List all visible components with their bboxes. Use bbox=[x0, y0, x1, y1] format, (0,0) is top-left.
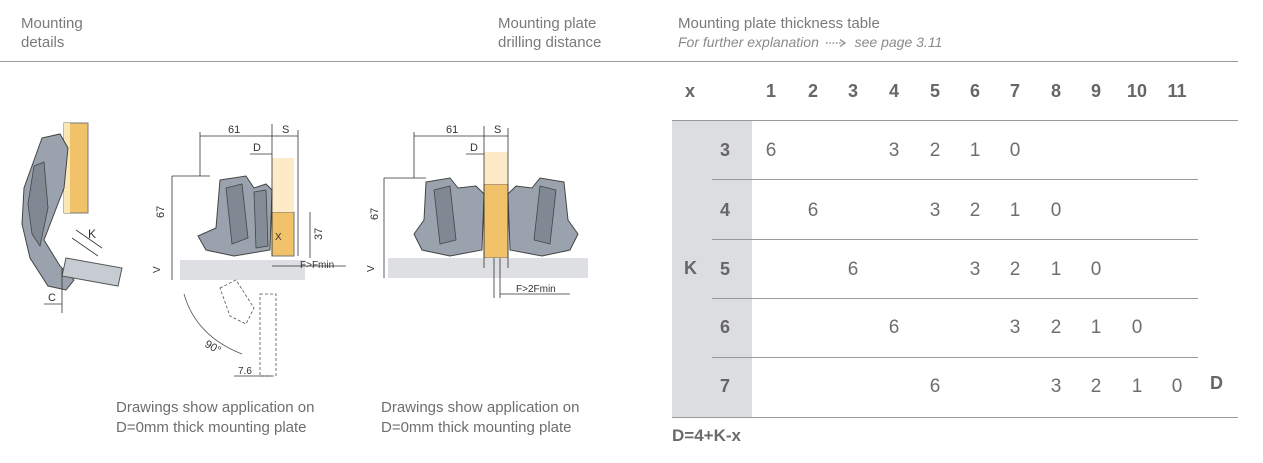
opening-arc bbox=[183, 293, 243, 355]
drilling-distance-drawing: 61 S D 67 V F>2Fmin bbox=[366, 124, 588, 298]
column-header: 10 bbox=[1126, 81, 1148, 101]
table-k-label: K bbox=[684, 258, 697, 278]
table-cell: 0 bbox=[1090, 259, 1102, 280]
table-cell: 0 bbox=[1050, 200, 1062, 221]
table-cell: 1 bbox=[1131, 376, 1143, 397]
thickness-table-heading: Mounting plate thickness table For furth… bbox=[678, 14, 942, 52]
mounting-details-heading: Mounting details bbox=[21, 15, 83, 51]
cabinet-floor bbox=[388, 258, 588, 278]
header-divider bbox=[0, 61, 1238, 62]
drawing2-label-x: X bbox=[275, 232, 282, 243]
table-header-divider bbox=[672, 120, 1238, 121]
table-cell: 1 bbox=[969, 140, 981, 161]
drawing2-label-37: 37 bbox=[313, 228, 325, 240]
row-divider bbox=[712, 357, 1198, 358]
k-column-band bbox=[672, 121, 752, 417]
row-k-label: 3 bbox=[720, 140, 731, 160]
table-cell: 0 bbox=[1131, 317, 1143, 338]
table-cell: 2 bbox=[929, 140, 941, 161]
drawing2-label-7-6: 7.6 bbox=[238, 366, 252, 377]
table-cell: 0 bbox=[1009, 140, 1021, 161]
table-cell: 2 bbox=[1009, 259, 1021, 280]
drawing2-label-d: D bbox=[253, 142, 261, 154]
caption-left: Drawings show application on D=0mm thick… bbox=[116, 399, 315, 436]
drawing3-label-67: 67 bbox=[369, 208, 381, 220]
mounting-details-drawing: K C bbox=[21, 122, 123, 313]
further-explanation-text: For further explanation bbox=[678, 34, 819, 50]
drawing2-label-61: 61 bbox=[228, 124, 240, 136]
caption-right: Drawings show application on D=0mm thick… bbox=[381, 399, 580, 436]
column-header: 11 bbox=[1167, 81, 1187, 101]
drawing1-label-k: K bbox=[88, 227, 96, 241]
mounting-application-drawing: 61 S D 67 X 37 F>Fmin V 90° 7.6 bbox=[152, 124, 346, 377]
table-cell: 6 bbox=[765, 140, 777, 161]
drawing2-label-s: S bbox=[282, 124, 289, 136]
table-bottom-divider bbox=[672, 417, 1238, 418]
drawing1-label-c: C bbox=[48, 292, 56, 304]
table-cell: 6 bbox=[888, 317, 900, 338]
table-cell: 2 bbox=[1090, 376, 1102, 397]
table-d-label: D bbox=[1210, 373, 1223, 393]
table-cell: 1 bbox=[1090, 317, 1102, 338]
row-divider bbox=[712, 239, 1198, 240]
see-page-link[interactable]: see page 3.11 bbox=[854, 34, 943, 50]
table-x-label: x bbox=[685, 81, 696, 101]
table-cell: 0 bbox=[1171, 376, 1183, 397]
table-cell: 1 bbox=[1009, 200, 1021, 221]
formula: D=4+K-x bbox=[672, 426, 741, 445]
column-header: 2 bbox=[807, 81, 818, 101]
table-cell: 3 bbox=[1009, 317, 1021, 338]
cabinet-floor bbox=[180, 260, 305, 280]
row-divider bbox=[712, 179, 1198, 180]
drawing2-label-v: V bbox=[152, 266, 163, 273]
drawing3-label-f-2fmin: F>2Fmin bbox=[516, 284, 556, 295]
table-cell: 3 bbox=[1050, 376, 1062, 397]
table-cell: 3 bbox=[888, 140, 900, 161]
column-header: 4 bbox=[888, 81, 899, 101]
drawing3-label-s: S bbox=[494, 124, 501, 136]
row-k-label: 5 bbox=[720, 259, 731, 279]
table-cell: 2 bbox=[1050, 317, 1062, 338]
column-header: 8 bbox=[1050, 81, 1061, 101]
drawing3-label-v: V bbox=[366, 265, 377, 272]
table-cell: 3 bbox=[929, 200, 941, 221]
drilling-distance-heading: Mounting plate drilling distance bbox=[498, 15, 602, 51]
column-header: 7 bbox=[1009, 81, 1020, 101]
drawing2-label-90deg: 90° bbox=[203, 338, 223, 357]
table-cell: 6 bbox=[929, 376, 941, 397]
column-header: 5 bbox=[929, 81, 940, 101]
table-cell: 1 bbox=[1050, 259, 1062, 280]
column-header: 6 bbox=[969, 81, 980, 101]
table-cell: 6 bbox=[847, 259, 859, 280]
row-k-label: 6 bbox=[720, 317, 731, 337]
row-k-label: 4 bbox=[720, 200, 731, 220]
mounting-plate-shape bbox=[61, 257, 123, 287]
column-header: 1 bbox=[765, 81, 776, 101]
row-k-label: 7 bbox=[720, 376, 731, 396]
dotted-arrow-icon bbox=[825, 34, 849, 52]
table-cell: 3 bbox=[969, 259, 981, 280]
table-cell: 6 bbox=[807, 200, 819, 221]
drawing3-label-61: 61 bbox=[446, 124, 458, 136]
column-header: 9 bbox=[1090, 81, 1101, 101]
drawing2-label-f-fmin: F>Fmin bbox=[300, 260, 334, 271]
drawing2-label-67: 67 bbox=[155, 206, 167, 218]
table-cell: 2 bbox=[969, 200, 981, 221]
partition-wood bbox=[483, 183, 509, 259]
drawing3-label-d: D bbox=[470, 142, 478, 154]
row-divider bbox=[712, 298, 1198, 299]
column-header: 3 bbox=[847, 81, 858, 101]
